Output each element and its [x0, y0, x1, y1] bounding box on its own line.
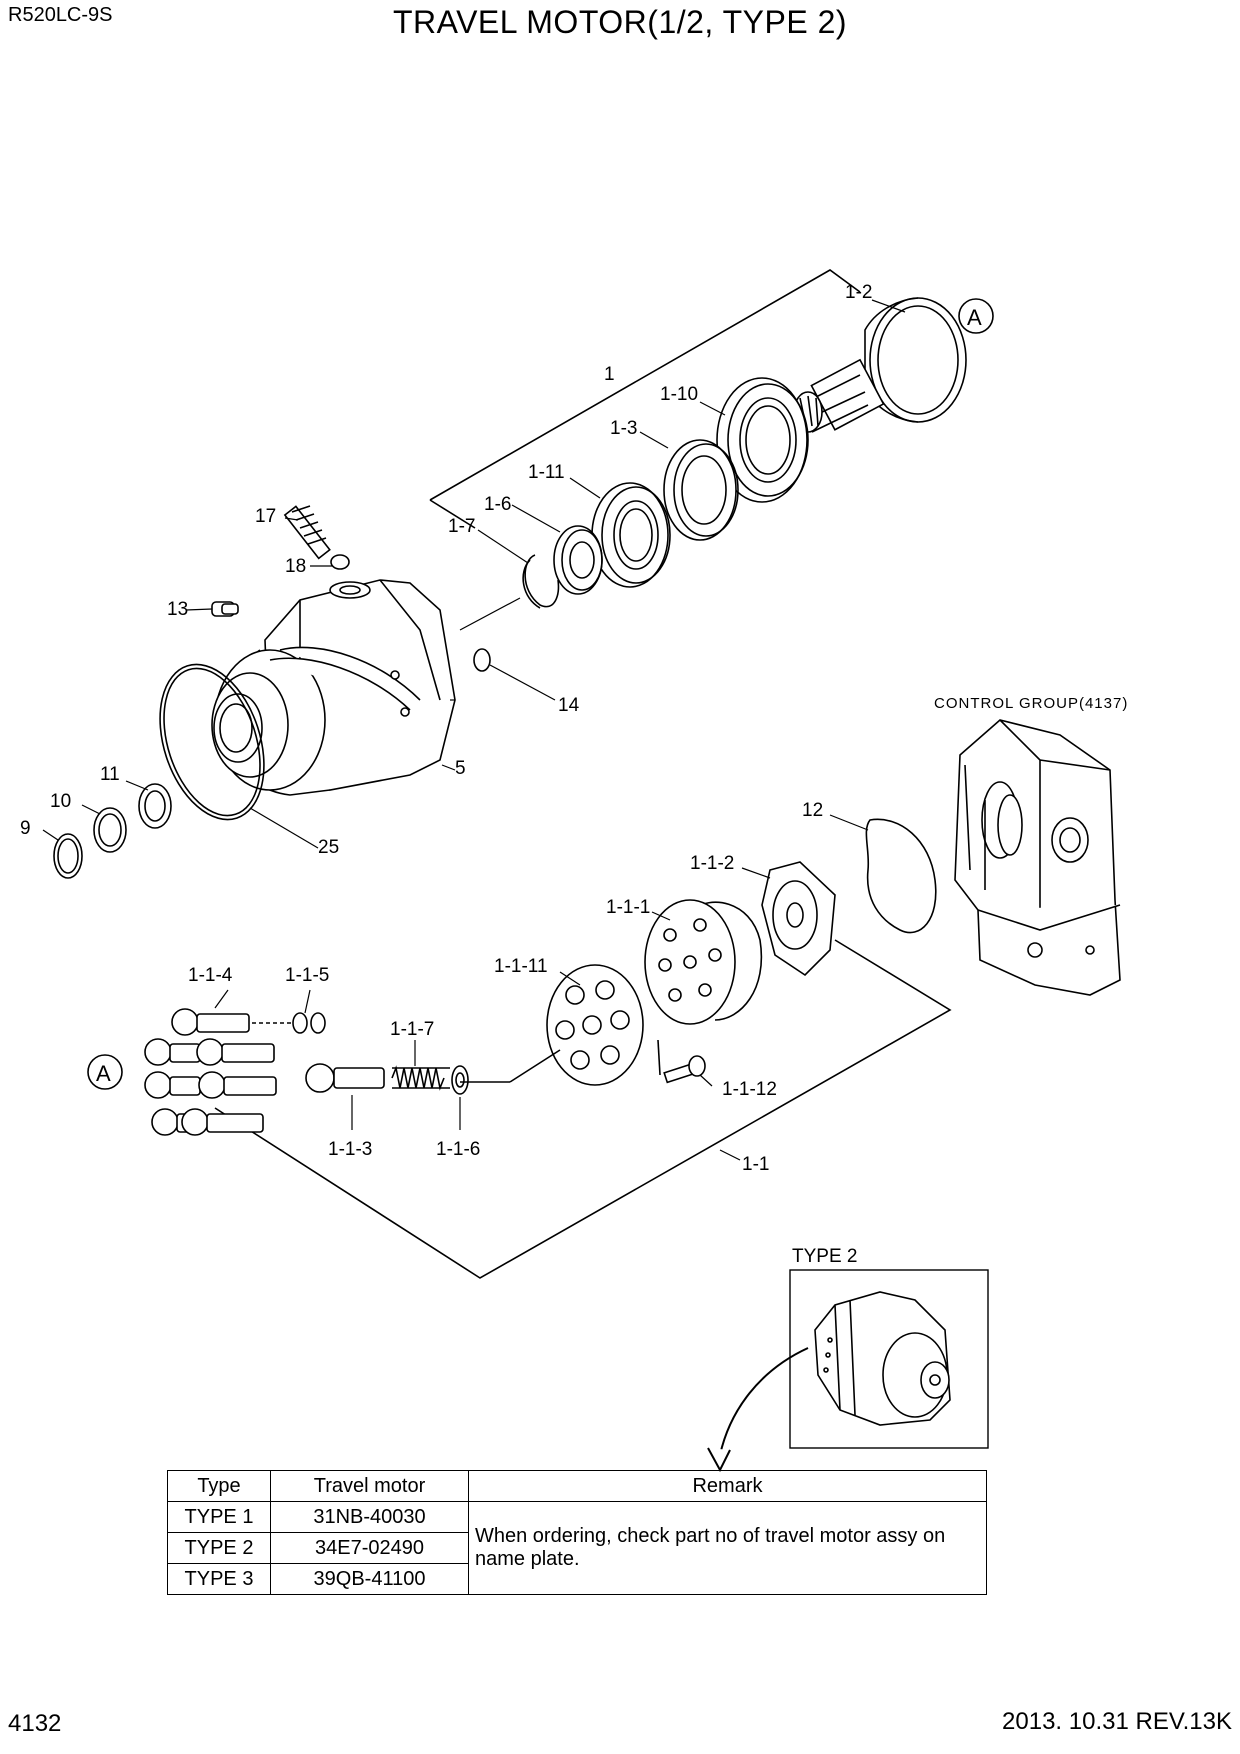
motor-housing-5	[211, 579, 456, 796]
callout-14: 14	[558, 695, 580, 716]
callout-18: 18	[285, 556, 306, 577]
retainer-plate-1-1-11	[546, 964, 644, 1086]
callout-1-1: 1-1	[742, 1154, 769, 1175]
table-row: TYPE 3 39QB-41100	[167, 1563, 987, 1595]
callout-1-3: 1-3	[610, 418, 637, 439]
leader-lines	[42, 299, 906, 1161]
callout-1-1-5: 1-1-5	[285, 965, 329, 986]
callout-17: 17	[255, 506, 276, 527]
snap-ring-1-7	[522, 554, 560, 609]
seal-1-3	[663, 439, 739, 541]
callout-labels: 1 1-2 1-10 1-3 1-11 1-6 1-7 17 18 13 14 …	[20, 282, 1128, 1267]
revision-date: 2013. 10.31 REV.13K	[1002, 1708, 1232, 1735]
snap-ring-9	[53, 833, 83, 879]
callout-1-1-11: 1-1-11	[494, 956, 548, 977]
assembly-bracket-1	[429, 269, 861, 529]
cylinder-block-1-1-1	[644, 899, 763, 1025]
callout-9: 9	[20, 818, 31, 839]
shim-1-6	[553, 525, 603, 595]
shoe-1-1-5	[252, 1012, 326, 1034]
callout-10: 10	[50, 791, 71, 812]
row-type: TYPE 3	[167, 1563, 271, 1595]
assembly-bracket-1-1	[214, 939, 952, 1279]
callout-1-1-3: 1-1-3	[328, 1139, 372, 1160]
row-motor: 31NB-40030	[270, 1501, 469, 1533]
callout-1-1-4: 1-1-4	[188, 965, 233, 986]
model-code: R520LC-9S	[8, 4, 113, 26]
bolt-1-1-12	[663, 1055, 706, 1084]
detail-a-left-label: A	[96, 1061, 111, 1086]
ring-10	[93, 807, 127, 853]
callout-1-1-1: 1-1-1	[606, 897, 650, 918]
piston-set-1-1-4	[144, 1008, 277, 1136]
header-remark: Remark	[468, 1470, 987, 1502]
detail-a-top-marker	[958, 298, 994, 334]
valve-plate-1-1-2	[761, 861, 836, 977]
row-type: TYPE 1	[167, 1501, 271, 1533]
control-group-block	[954, 719, 1121, 996]
callout-1-2: 1-2	[845, 282, 872, 303]
callout-1-1-7: 1-1-7	[390, 1019, 434, 1040]
callout-1-1-12: 1-1-12	[722, 1079, 777, 1100]
page-number: 4132	[8, 1710, 62, 1737]
row-motor: 34E7-02490	[270, 1532, 469, 1564]
callout-5: 5	[455, 758, 466, 779]
nut-18	[330, 554, 350, 570]
callout-1: 1	[604, 364, 615, 385]
detail-a-left-marker	[87, 1054, 123, 1090]
row-remark: When ordering, check part no of travel m…	[468, 1501, 987, 1595]
ring-11	[138, 783, 172, 829]
table-header-row: Type Travel motor Remark	[167, 1470, 987, 1502]
callout-1-1-2: 1-1-2	[690, 853, 734, 874]
callout-1-7: 1-7	[448, 516, 475, 537]
row-type: TYPE 2	[167, 1532, 271, 1564]
control-group-label: CONTROL GROUP(4137)	[934, 695, 1128, 712]
inset-motor-drawing	[814, 1291, 951, 1426]
callout-1-10: 1-10	[660, 384, 698, 405]
bearing-1-11	[591, 482, 671, 588]
callout-12: 12	[802, 800, 823, 821]
page-title: TRAVEL MOTOR(1/2, TYPE 2)	[392, 4, 848, 40]
callout-25: 25	[318, 837, 339, 858]
drive-shaft	[793, 297, 967, 433]
callout-1-6: 1-6	[484, 494, 511, 515]
callout-11: 11	[100, 764, 120, 785]
detail-a-top-label: A	[967, 305, 982, 330]
inset-pointer-arrow	[719, 1347, 809, 1456]
washer-1-1-6	[451, 1065, 469, 1095]
plug-13	[211, 601, 239, 617]
table-row: TYPE 2 34E7-02490	[167, 1532, 987, 1564]
spring-1-1-7	[391, 1065, 450, 1091]
callout-13: 13	[167, 599, 188, 620]
gasket-12	[865, 818, 937, 934]
piston-1-1-3	[305, 1063, 385, 1093]
header-travel-motor: Travel motor	[270, 1470, 469, 1502]
bearing-1-10	[716, 377, 809, 503]
inset-type-label: TYPE 2	[792, 1246, 857, 1267]
set-screw-17	[283, 505, 331, 560]
row-motor: 39QB-41100	[270, 1563, 469, 1595]
o-ring-25	[159, 663, 265, 821]
callout-1-11: 1-11	[528, 462, 565, 483]
type-2-inset	[707, 1269, 989, 1473]
travel-motor-type-table: Type Travel motor Remark TYPE 1 31NB-400…	[167, 1470, 987, 1595]
o-ring-14	[473, 648, 491, 672]
header-type: Type	[167, 1470, 271, 1502]
table-row: TYPE 1 31NB-40030 When ordering, check p…	[167, 1501, 987, 1595]
callout-1-1-6: 1-1-6	[436, 1139, 480, 1160]
